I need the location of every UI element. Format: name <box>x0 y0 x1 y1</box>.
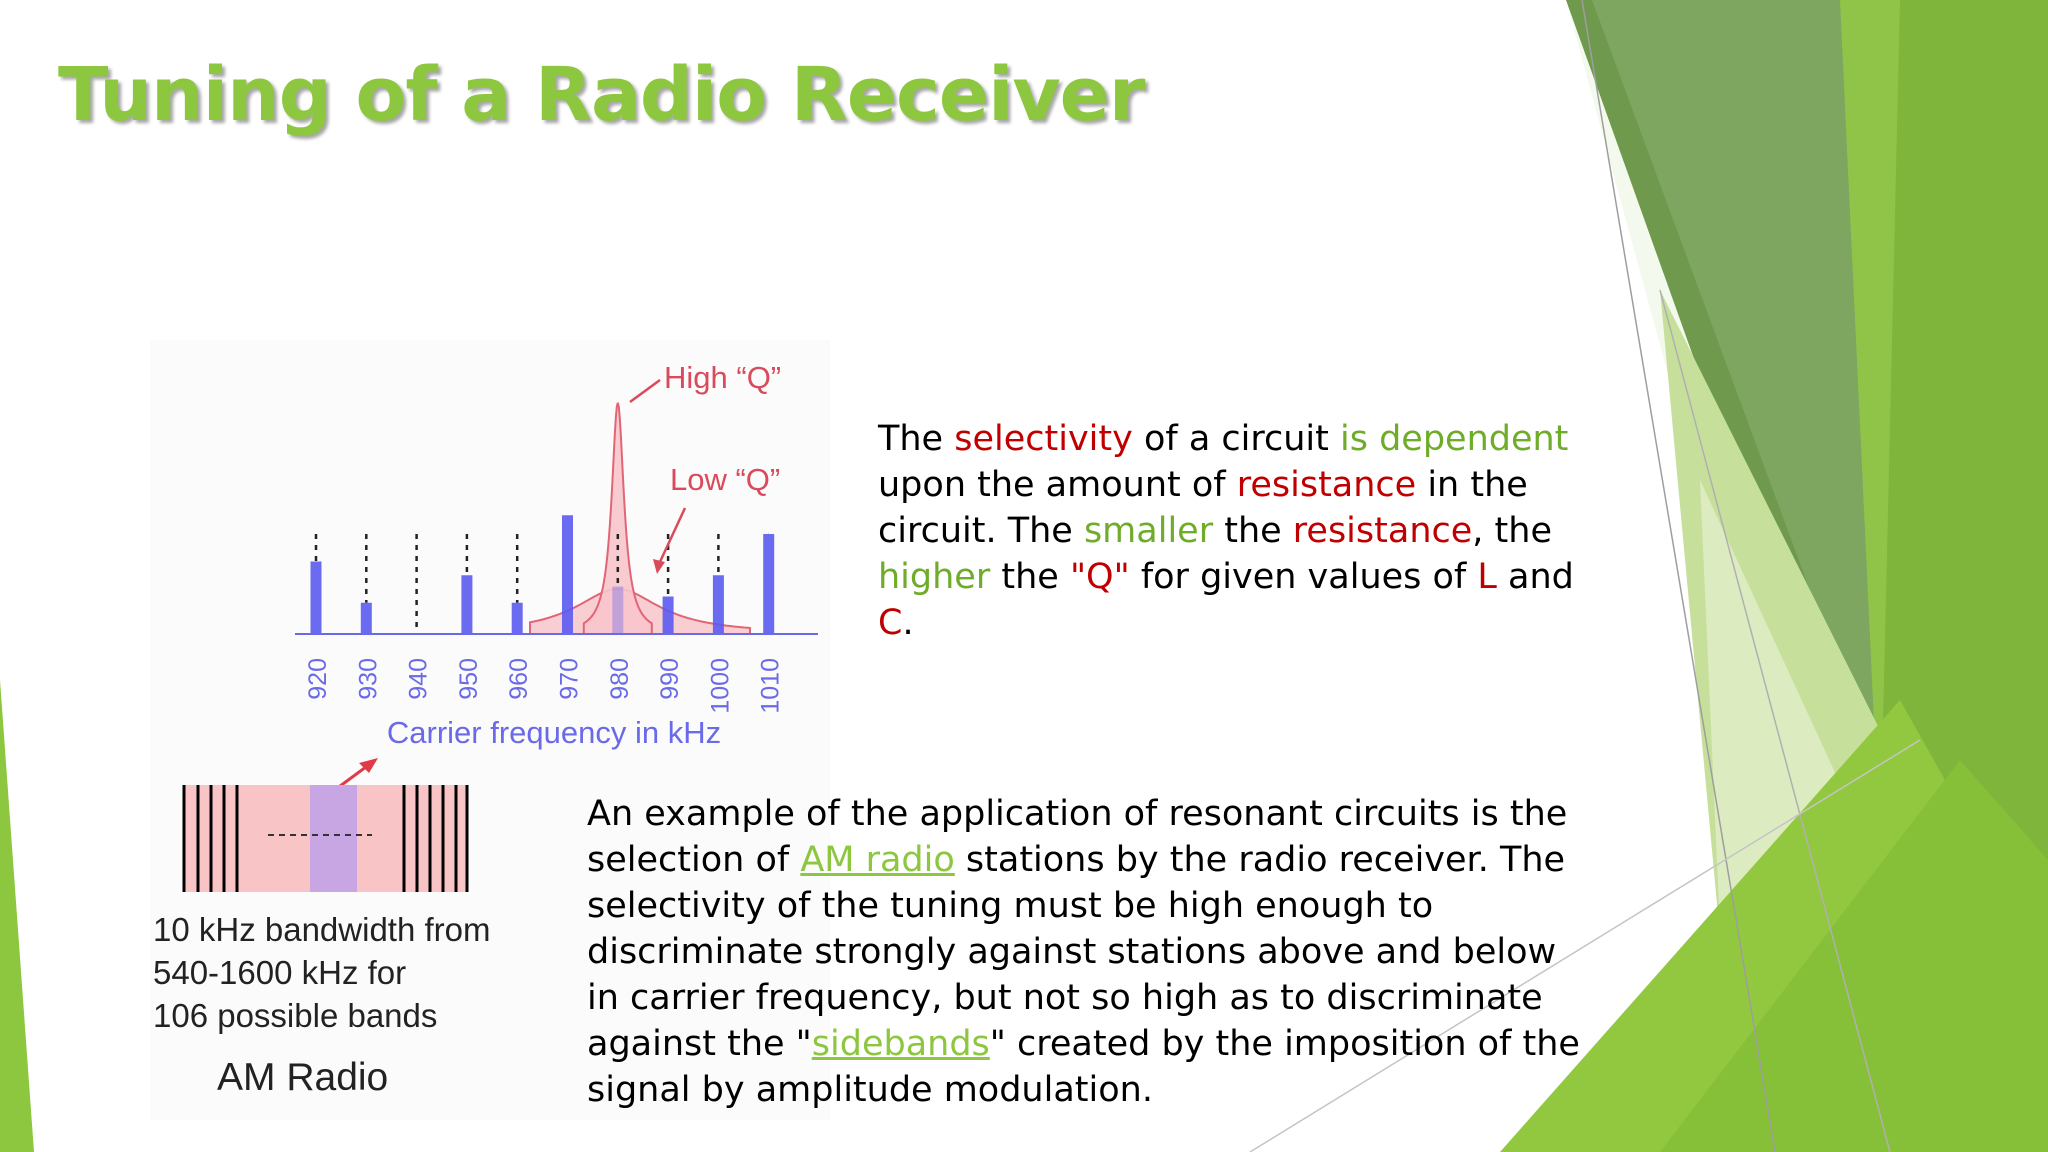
x-tick-label: 1000 <box>706 658 734 714</box>
highlight-higher: higher <box>878 557 991 597</box>
low-q-label: Low “Q” <box>670 462 780 497</box>
band-caption-line: 106 possible bands <box>153 997 438 1034</box>
bar-1010 <box>763 534 775 634</box>
x-tick-label: 980 <box>606 658 634 700</box>
highlight-smaller: smaller <box>1083 511 1214 551</box>
text-span: and <box>1496 557 1574 597</box>
text-span: the <box>990 557 1070 597</box>
text-span: stations by the radio receiver. The sele… <box>587 840 1566 1064</box>
bar-920 <box>310 561 322 634</box>
high-q-pointer <box>629 378 661 404</box>
band-caption-line: 10 kHz bandwidth from <box>153 911 491 948</box>
highlight-q: "Q" <box>1069 557 1130 597</box>
bar-950 <box>461 575 473 634</box>
sidebands-link[interactable]: sidebands <box>811 1024 990 1064</box>
x-tick-label: 930 <box>354 658 382 700</box>
figure-caption-title: AM Radio <box>217 1056 389 1099</box>
am-radio-figure: 920 930 940 950 960 970 980 990 1000 1010 High “Q… <box>150 340 830 1120</box>
highlight-l: L <box>1477 557 1497 597</box>
bar-930 <box>360 602 372 634</box>
resonance-chart: 920 930 940 950 960 970 980 990 1000 1010 High “Q… <box>295 360 818 750</box>
low-q-pointer <box>657 507 687 565</box>
bar-960 <box>511 602 523 634</box>
band-pointer <box>331 762 371 794</box>
text-span: . <box>902 603 914 643</box>
x-tick-label: 990 <box>656 658 684 700</box>
low-q-arrowhead <box>653 559 665 574</box>
text-span: in the circuit. The <box>878 465 1528 551</box>
band-strip <box>184 785 467 892</box>
highlight-is-dependent: is dependent <box>1339 419 1569 459</box>
text-span: for given values of <box>1129 557 1478 597</box>
band-pointer-arrowhead <box>359 758 378 773</box>
text-span: An example of the application of resonan… <box>587 794 1568 880</box>
text-span: of a circuit <box>1132 419 1340 459</box>
am-radio-link[interactable]: AM radio <box>800 840 955 880</box>
highlight-resistance-2: resistance <box>1292 511 1473 551</box>
band-caption-line: 540-1600 kHz for <box>153 954 407 991</box>
selected-band <box>310 785 357 892</box>
highlight-selectivity: selectivity <box>954 419 1133 459</box>
high-q-curve <box>582 402 653 635</box>
highlight-c: C <box>878 603 903 643</box>
x-tick-label: 1010 <box>757 658 785 714</box>
bar-980 <box>612 586 624 634</box>
x-tick-label: 940 <box>405 658 433 700</box>
text-span: the <box>1213 511 1293 551</box>
text-span: , the <box>1472 511 1552 551</box>
x-tick-label: 950 <box>455 658 483 700</box>
station-lines <box>182 785 469 892</box>
text-span: " created by the imposition of the signa… <box>587 1024 1580 1110</box>
highlight-resistance: resistance <box>1236 465 1417 505</box>
bar-990 <box>662 596 674 634</box>
high-q-label: High “Q” <box>664 360 781 395</box>
x-axis-label: Carrier frequency in kHz <box>387 715 721 750</box>
x-tick-label: 960 <box>505 658 533 700</box>
x-tick-label: 920 <box>304 658 332 700</box>
bar-970 <box>562 515 573 634</box>
band-caption: 10 kHz bandwidth from 540-1600 kHz for 1… <box>153 908 491 1037</box>
bar-1000 <box>712 575 724 634</box>
x-tick-label: 970 <box>556 658 584 700</box>
slide-title: Tuning of a Radio Receiver <box>58 52 1145 138</box>
selectivity-paragraph: The selectivity of a circuit is dependen… <box>878 416 1598 646</box>
am-radio-paragraph: An example of the application of resonan… <box>587 791 1597 1113</box>
text-span: upon the amount of <box>878 465 1237 505</box>
text-span: The <box>878 419 955 459</box>
